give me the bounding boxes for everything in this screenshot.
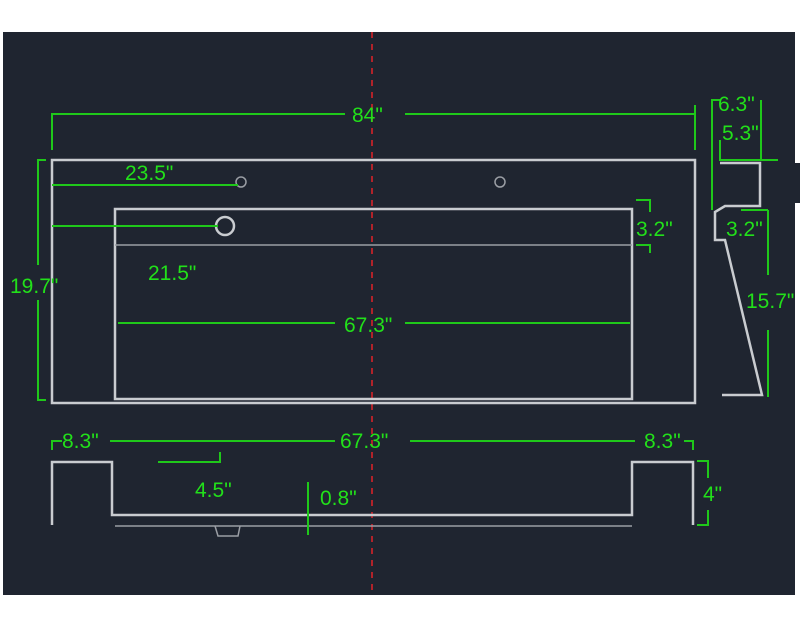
dim-basin-width: 67.3" (344, 314, 392, 337)
side-profile (713, 161, 764, 397)
dim-right-deck: 8.3" (644, 430, 681, 453)
faucet-hole-left (235, 176, 247, 188)
dim-height: 15.7" (746, 290, 794, 313)
dim-slope: 0.8" (320, 487, 357, 510)
faucet-hole-right (494, 176, 506, 188)
dim-basin-lip: 3.2" (636, 218, 673, 241)
front-profile (50, 460, 695, 525)
drawing-background (3, 32, 795, 595)
top-view: 84" 19.7" 23.5" 21.5" 67.3" 3.2" (10, 104, 697, 405)
dim-hole-offset: 23.5" (125, 162, 173, 185)
side-view: 6.3" 5.3" 3.2" 15.7" (711, 93, 800, 397)
basin-outline (113, 207, 634, 401)
dim-inner-depth: 5.3" (722, 122, 759, 145)
dim-drain-offset: 21.5" (148, 262, 196, 285)
dim-front-basin-width: 67.3" (340, 430, 388, 453)
front-view: 8.3" 67.3" 8.3" 4.5" 0.8" 4" (50, 430, 722, 537)
dim-top-depth: 6.3" (718, 93, 755, 116)
dim-depth: 19.7" (10, 275, 58, 298)
dim-drain-position: 4.5" (195, 479, 232, 502)
dim-left-deck: 8.3" (62, 430, 99, 453)
dim-overall-width: 84" (352, 104, 383, 127)
countertop-outline (50, 158, 697, 405)
dim-front-height: 4" (703, 483, 722, 506)
dim-side-lip: 3.2" (726, 218, 763, 241)
